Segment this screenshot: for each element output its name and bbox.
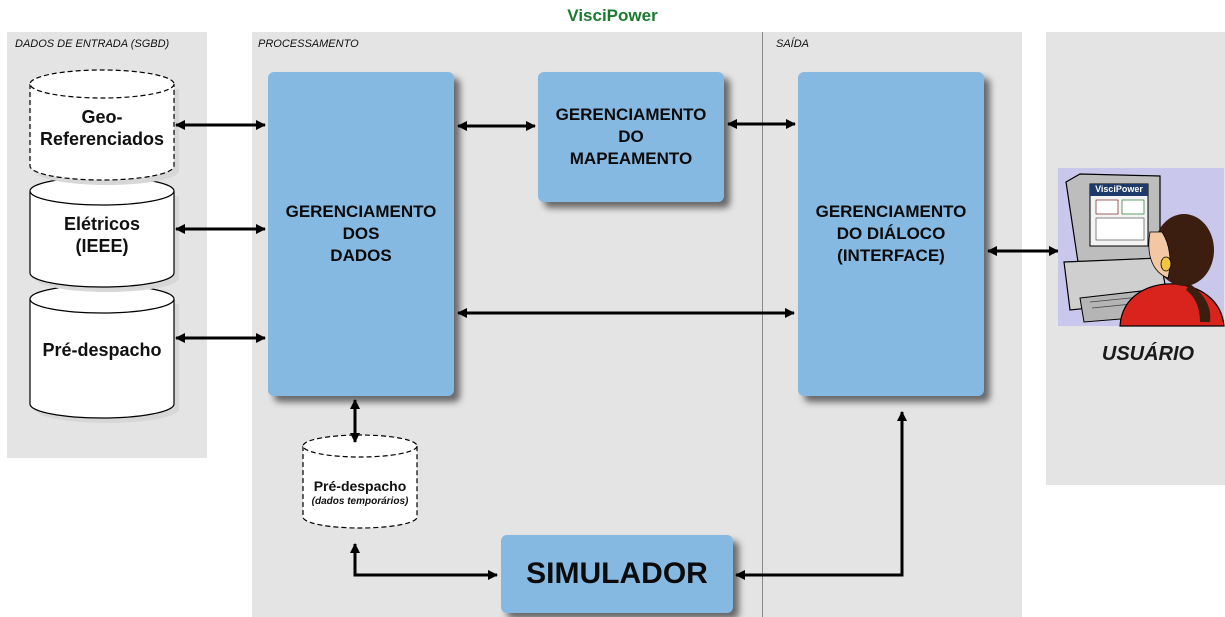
db-electric-cylinder bbox=[29, 176, 179, 292]
connectors bbox=[174, 118, 1060, 581]
db-temp-subtitle: (dados temporários) bbox=[311, 496, 409, 507]
simulator-box: SIMULADOR bbox=[501, 535, 733, 613]
user-illustration bbox=[1058, 168, 1225, 327]
simulator-label: SIMULADOR bbox=[526, 557, 708, 590]
monitor-label: VisciPower bbox=[1095, 184, 1143, 194]
mapping-management-box: GERENCIAMENTO DO MAPEAMENTO bbox=[538, 72, 724, 202]
db-temp-title: Pré-despacho bbox=[313, 478, 407, 494]
data-management-label: GERENCIAMENTO DOS DADOS bbox=[285, 202, 437, 265]
diagram-title: VisciPower bbox=[567, 6, 658, 25]
dialog-management-label: GERENCIAMENTO DO DIÁLOCO (INTERFACE) bbox=[815, 202, 967, 265]
db-geo-cylinder bbox=[29, 69, 179, 185]
db-geo-label: Geo- Referenciados bbox=[39, 107, 165, 149]
user-label: USUÁRIO bbox=[1101, 343, 1195, 365]
dialog-management-box: GERENCIAMENTO DO DIÁLOCO (INTERFACE) bbox=[798, 72, 984, 396]
db-predispatch-label: Pré-despacho bbox=[42, 340, 162, 360]
input-section-label: DADOS DE ENTRADA (SGBD) bbox=[15, 38, 170, 50]
output-divider bbox=[762, 32, 763, 617]
mapping-management-label: GERENCIAMENTO DO MAPEAMENTO bbox=[555, 105, 707, 168]
processing-section-label: PROCESSAMENTO bbox=[258, 38, 359, 50]
arrow-simulator-dialog bbox=[734, 410, 908, 581]
db-temp-cylinder bbox=[302, 434, 418, 529]
db-electric-label: Elétricos (IEEE) bbox=[63, 214, 141, 256]
arrow-temp-simulator bbox=[349, 542, 499, 581]
data-management-box: GERENCIAMENTO DOS DADOS bbox=[268, 72, 454, 396]
output-section-label: SAÍDA bbox=[776, 38, 810, 50]
